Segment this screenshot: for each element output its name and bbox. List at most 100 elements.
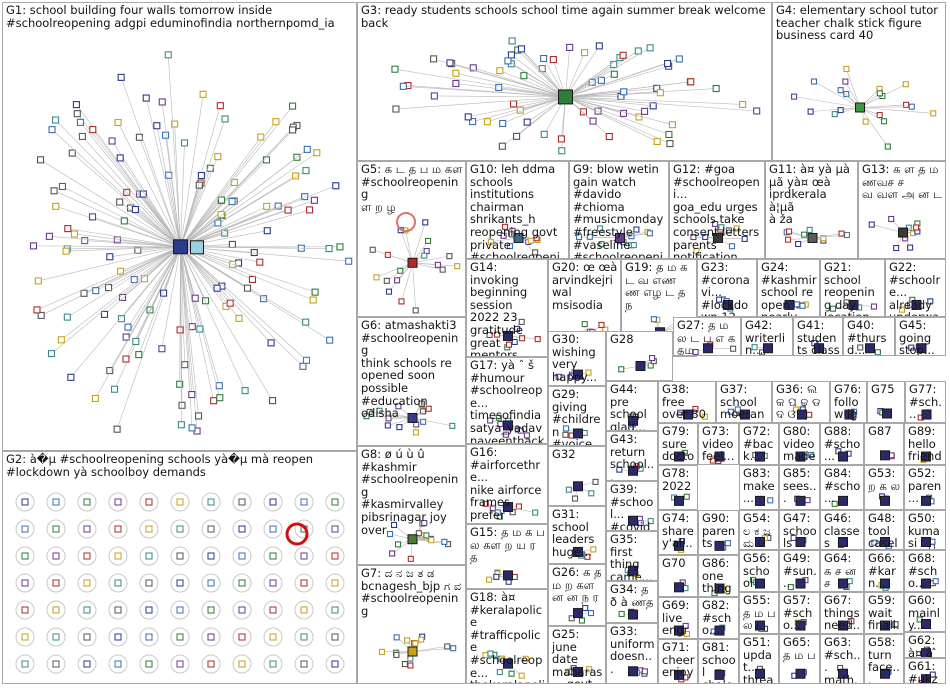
- graph-node: [178, 422, 184, 428]
- graph-node: [31, 243, 37, 249]
- graph-node: [496, 84, 502, 90]
- graph-node: [115, 607, 121, 613]
- graph-node: [53, 607, 59, 613]
- cluster-g4: G4: elementary school tutor teacher chal…: [772, 2, 946, 161]
- graph-node: [307, 207, 313, 213]
- cluster-label: G59: wait finall...: [868, 594, 901, 634]
- cluster-g68: G68: #scho...: [904, 550, 946, 592]
- graph-node: [270, 634, 276, 640]
- graph-node: [435, 262, 440, 267]
- graph-node: [422, 253, 427, 258]
- graph-node: [374, 275, 379, 280]
- graph-node: [49, 127, 55, 133]
- graph-node: [667, 141, 673, 147]
- cluster-label: G17: yà ˆ š #humour #schoolreope... time…: [470, 359, 545, 444]
- graph-node: [215, 220, 221, 226]
- graph-node: [385, 423, 390, 428]
- cluster-label: G72: #back... #stud...: [743, 425, 776, 465]
- graph-node: [431, 93, 437, 99]
- cluster-label: G77: #sch... girls...: [909, 383, 943, 423]
- cluster-drawing: [3, 3, 357, 451]
- graph-node: [582, 322, 587, 327]
- graph-node: [839, 231, 844, 236]
- cluster-g1: G1: school building four walls tomorrow …: [2, 2, 357, 451]
- graph-node: [146, 661, 152, 667]
- graph-node: [200, 91, 206, 97]
- graph-node: [68, 374, 74, 380]
- cluster-label: G54: ಲ ಕ ಜ ಮ ಟ ದ: [743, 512, 776, 550]
- graph-node: [590, 118, 596, 124]
- cluster-g29: G29: giving #children #voice...: [548, 386, 606, 446]
- graph-node: [447, 254, 452, 259]
- graph-node: [541, 55, 547, 61]
- cluster-label: G79: sure docto...: [662, 425, 695, 465]
- cluster-g50: G50: kumasi peopl...: [904, 510, 946, 550]
- graph-node: [115, 526, 121, 532]
- graph-node: [290, 103, 296, 109]
- graph-node: [179, 402, 185, 408]
- graph-node: [63, 248, 69, 254]
- graph-node: [845, 232, 850, 237]
- graph-edge: [860, 107, 933, 113]
- graph-node: [22, 634, 28, 640]
- graph-node: [290, 127, 296, 133]
- graph-node: [304, 146, 310, 152]
- graph-node: [512, 574, 517, 579]
- graph-node: [154, 123, 160, 129]
- graph-node: [270, 499, 276, 505]
- graph-node: [123, 334, 129, 340]
- cluster-label: G75: [871, 383, 902, 396]
- cluster-label: G34: த ð à ணத: [610, 583, 655, 608]
- graph-node: [346, 258, 352, 264]
- cluster-g5: G5: க ட த ப ம கள #schoolreopening ள ற ழ: [357, 161, 466, 317]
- graph-node: [606, 134, 612, 140]
- graph-node: [429, 538, 434, 543]
- graph-node: [844, 66, 849, 71]
- cluster-label: G8: ø ú ù û #kashmir #schoolreopening #k…: [361, 448, 463, 536]
- graph-node: [550, 57, 556, 63]
- graph-node: [908, 245, 913, 250]
- cluster-label: G25: june date maharas... govt fixes: [552, 628, 603, 684]
- graph-node: [909, 104, 914, 109]
- cluster-g34: G34: த ð à ணத: [606, 581, 658, 623]
- cluster-label: G81: school chale...: [702, 641, 736, 684]
- cluster-label: G74: share y'all...: [662, 512, 695, 555]
- graph-node: [863, 119, 868, 124]
- hub-node: [881, 451, 890, 460]
- graph-node: [394, 652, 399, 657]
- cluster-g26: G26: க த ம ற கள ன ன ந ர: [548, 564, 606, 626]
- graph-node: [310, 297, 316, 303]
- graph-node: [231, 179, 237, 185]
- graph-edge: [413, 263, 416, 311]
- cluster-g33: G33: uniform doesn...: [606, 623, 658, 684]
- hub-node: [174, 240, 188, 254]
- cluster-g60: G60: mainly...: [904, 592, 946, 632]
- cluster-g3: G3: ready students schools school time a…: [357, 2, 772, 161]
- graph-node: [53, 580, 59, 586]
- graph-node: [197, 326, 203, 332]
- graph-node: [58, 337, 64, 343]
- cluster-label: G50: kumasi peopl...: [908, 512, 943, 550]
- graph-node: [666, 131, 672, 137]
- cluster-label: G85: sees...: [783, 467, 817, 505]
- graph-node: [843, 79, 848, 84]
- cluster-g38: G38: free over 80 ks4 gcse...: [658, 381, 716, 423]
- graph-edge: [80, 122, 180, 246]
- graph-node: [832, 112, 837, 117]
- graph-node: [35, 278, 41, 284]
- cluster-g2: G2: à�µ #schoolreopening schools yà�µ mà…: [2, 451, 357, 684]
- graph-node: [285, 207, 291, 213]
- graph-node: [838, 108, 843, 113]
- graph-node: [146, 580, 152, 586]
- graph-node: [48, 351, 54, 357]
- graph-node: [51, 188, 57, 194]
- graph-node: [117, 155, 123, 161]
- cluster-label: G55: த ம ப ல ட: [743, 594, 776, 632]
- cluster-g21: G21: school reopening day location...: [820, 259, 885, 317]
- graph-node: [264, 228, 270, 234]
- graph-node: [93, 288, 99, 294]
- graph-node: [270, 661, 276, 667]
- graph-node: [159, 99, 165, 105]
- cluster-label: G51: updat... threa...: [743, 636, 776, 684]
- cluster-g72: G72: #back... #stud...: [739, 423, 779, 465]
